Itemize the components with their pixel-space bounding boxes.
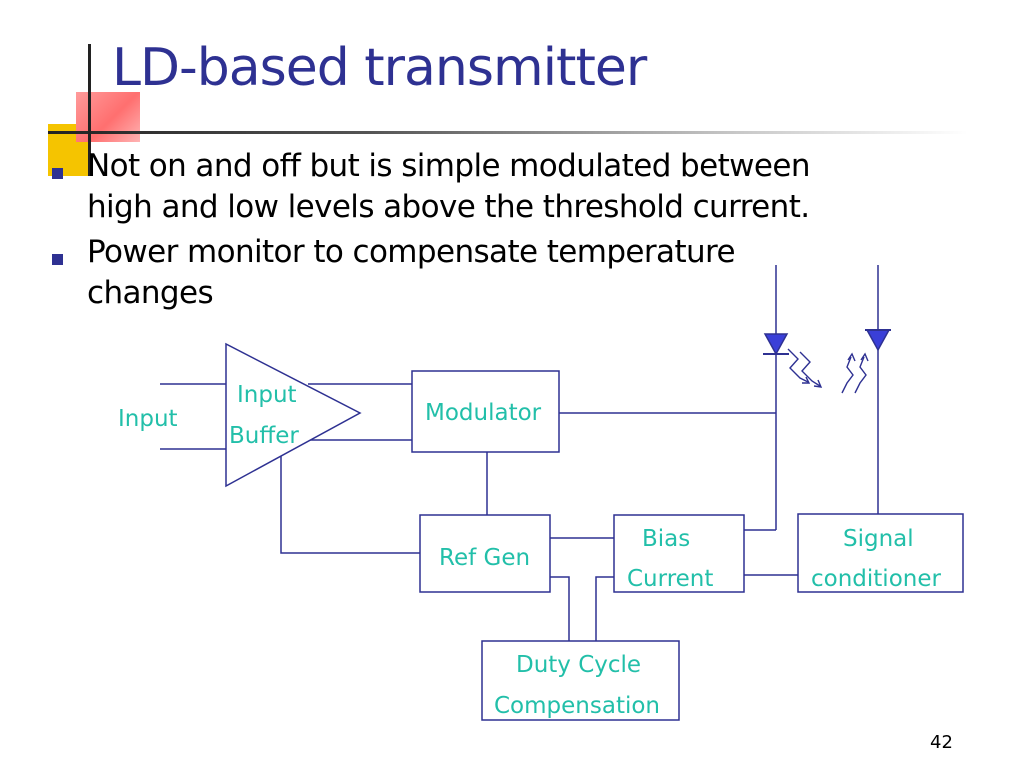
bullet-2-line-1: Power monitor to compensate temperature: [87, 234, 736, 270]
light-wave-icon: [787, 348, 869, 394]
laser-diode-icon: [763, 333, 789, 356]
signal-conditioner-box: [797, 513, 964, 593]
duty-label-line-2: Compensation: [494, 693, 660, 719]
refgen-duty-line: [550, 576, 570, 641]
duty-cycle-box: [481, 640, 680, 721]
page-number: 42: [930, 732, 953, 753]
input-buffer-triangle: [225, 342, 362, 488]
decor-vertical-line: [88, 44, 91, 176]
buffer-label-line-2: Buffer: [229, 423, 299, 449]
signal-label-line-2: conditioner: [811, 566, 941, 592]
buffer-refgen-line: [280, 452, 420, 554]
bullet-2-line-2: changes: [87, 275, 214, 311]
input-label: Input: [118, 406, 178, 432]
ref-gen-box: [419, 514, 551, 593]
bias-label-line-2: Current: [627, 566, 713, 592]
blocks: [225, 342, 964, 721]
bullet-square-icon: [52, 168, 63, 179]
page-title: LD-based transmitter: [112, 38, 647, 98]
ref-gen-label: Ref Gen: [439, 545, 530, 571]
title-underline: [48, 131, 968, 134]
buffer-label-line-1: Input: [237, 382, 297, 408]
bias-duty-line: [595, 576, 614, 641]
modulator-box: [411, 370, 560, 453]
bullet-1-line-1: Not on and off but is simple modulated b…: [87, 148, 811, 184]
connection-lines: [160, 265, 879, 641]
modulator-label: Modulator: [425, 400, 542, 426]
bullet-square-icon: [52, 254, 63, 265]
duty-label-line-1: Duty Cycle: [516, 652, 641, 678]
bullet-1-line-2: high and low levels above the threshold …: [87, 189, 810, 225]
bias-current-box: [613, 514, 745, 593]
photodiode-icon: [865, 329, 891, 352]
signal-label-line-1: Signal: [843, 526, 914, 552]
bias-label-line-1: Bias: [642, 526, 690, 552]
